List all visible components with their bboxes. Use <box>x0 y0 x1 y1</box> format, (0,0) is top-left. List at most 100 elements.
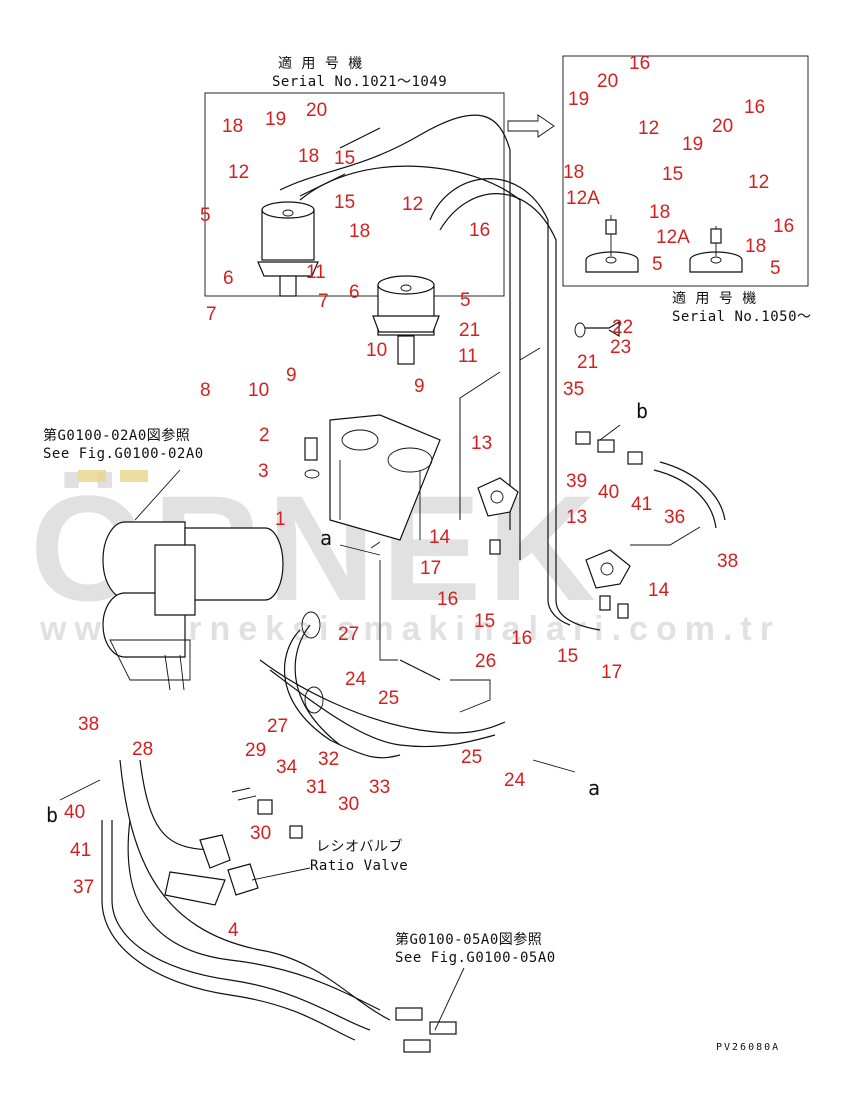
part-number-label: 36 <box>664 507 685 528</box>
part-number-label: 24 <box>345 669 367 690</box>
part-number-label: 16 <box>744 97 765 118</box>
drawing-code: PV26080A <box>716 1042 780 1053</box>
part-number-label: 30 <box>338 794 359 815</box>
part-number-label: 13 <box>471 433 492 454</box>
part-number-label: 23 <box>610 337 631 358</box>
part-number-label: 21 <box>459 320 480 341</box>
top-box-serial: Serial No.1021～1049 <box>272 74 447 90</box>
bracket-4 <box>164 871 226 906</box>
relay-valve-lower <box>585 549 631 619</box>
relay-valve-upper <box>477 477 519 555</box>
part-number-label: 15 <box>662 164 683 185</box>
fitting-41 <box>627 451 643 465</box>
part-number-label: 6 <box>223 268 234 289</box>
part-number-label: 8 <box>200 380 211 401</box>
part-number-label: 16 <box>511 628 532 649</box>
fig02-jp: 第G0100-02A0図参照 <box>43 427 190 444</box>
part-number-label: 35 <box>563 379 584 400</box>
part-number-label: 5 <box>770 258 781 279</box>
part-number-label: 9 <box>414 376 425 397</box>
fitting-34 <box>257 799 273 815</box>
part-number-label: 12 <box>638 118 659 139</box>
variant-arrow <box>507 114 555 138</box>
brake-chamber-variant-b <box>689 226 743 273</box>
part-number-label: 10 <box>366 340 387 361</box>
part-number-label: 5 <box>200 205 211 226</box>
flow-marker-a-bottom: a <box>588 776 601 800</box>
part-number-label: 18 <box>745 236 766 257</box>
part-number-label: 28 <box>132 739 153 760</box>
right-box-serial: Serial No.1050～ <box>672 309 812 325</box>
part-number-label: 39 <box>566 471 587 492</box>
fitting-35 <box>575 431 591 445</box>
part-number-label: 4 <box>228 920 239 941</box>
bolt-22 <box>585 320 620 338</box>
part-number-label: 3 <box>258 461 269 482</box>
part-number-label: 30 <box>250 823 271 844</box>
part-number-label: 19 <box>265 109 286 130</box>
part-number-label: 12 <box>402 194 423 215</box>
clamp-27 <box>301 611 321 639</box>
part-number-label: 18 <box>349 221 370 242</box>
part-number-label: 16 <box>629 53 650 74</box>
part-number-label: 17 <box>420 558 441 579</box>
fig05-en: See Fig.G0100-05A0 <box>395 950 556 966</box>
part-number-label: 18 <box>563 162 584 183</box>
part-number-label: 7 <box>206 304 217 325</box>
part-number-label: 9 <box>286 365 297 386</box>
fitting-39 <box>597 439 615 453</box>
part-number-label: 16 <box>469 220 490 241</box>
part-number-label: 34 <box>276 757 298 778</box>
top-box-jp: 適 用 号 機 <box>278 55 363 72</box>
part-number-label: 2 <box>259 425 270 446</box>
part-number-label: 14 <box>648 580 670 601</box>
washer-23 <box>574 322 586 338</box>
part-number-label: 11 <box>306 262 326 283</box>
part-number-label: 41 <box>70 840 91 861</box>
watermark-accent-right <box>120 470 148 482</box>
brake-chamber-left <box>257 201 319 297</box>
part-number-label: 40 <box>598 482 619 503</box>
part-number-label: 1 <box>275 509 286 530</box>
part-number-label: 15 <box>557 646 578 667</box>
air-tank-assembly <box>102 521 284 691</box>
flow-marker-b-right: b <box>636 399 649 423</box>
part-number-label: 5 <box>652 254 663 275</box>
part-number-label: 27 <box>338 624 359 645</box>
part-number-label: 21 <box>577 352 598 373</box>
part-number-label: 10 <box>248 380 269 401</box>
part-number-label: 25 <box>378 688 399 709</box>
part-number-label: 6 <box>349 282 360 303</box>
washer-3 <box>304 469 320 479</box>
watermark-accent-left <box>78 470 106 482</box>
right-box-jp: 適 用 号 機 <box>672 290 757 307</box>
part-number-label: 18 <box>222 116 243 137</box>
fitting-a <box>403 1039 431 1053</box>
brake-chamber-variant-a <box>585 215 639 273</box>
part-number-label: 16 <box>773 216 794 237</box>
part-number-label: 11 <box>458 346 478 367</box>
part-number-label: 27 <box>267 716 288 737</box>
part-number-label: 37 <box>73 877 94 898</box>
part-number-label: 33 <box>369 777 390 798</box>
part-number-label: 18 <box>649 202 670 223</box>
ratio-valve-body <box>199 834 231 869</box>
part-number-label: 24 <box>504 770 526 791</box>
part-number-label: 29 <box>245 740 266 761</box>
part-number-label: 12A <box>656 227 690 248</box>
part-number-label: 17 <box>601 662 622 683</box>
flow-marker-b-left: b <box>46 803 59 827</box>
line-art <box>59 114 743 1053</box>
bolt-2 <box>304 437 318 461</box>
part-number-label: 20 <box>597 71 618 92</box>
part-number-label: 38 <box>717 551 738 572</box>
part-number-label: 19 <box>682 134 703 155</box>
part-number-label: 41 <box>631 494 652 515</box>
part-number-label: 20 <box>306 100 327 121</box>
part-number-label: 20 <box>712 116 733 137</box>
fitting-c <box>395 1007 423 1021</box>
part-number-label: 7 <box>318 291 329 312</box>
brake-chamber-right <box>372 275 440 365</box>
part-number-label: 14 <box>429 527 451 548</box>
fitting-b <box>429 1021 457 1035</box>
